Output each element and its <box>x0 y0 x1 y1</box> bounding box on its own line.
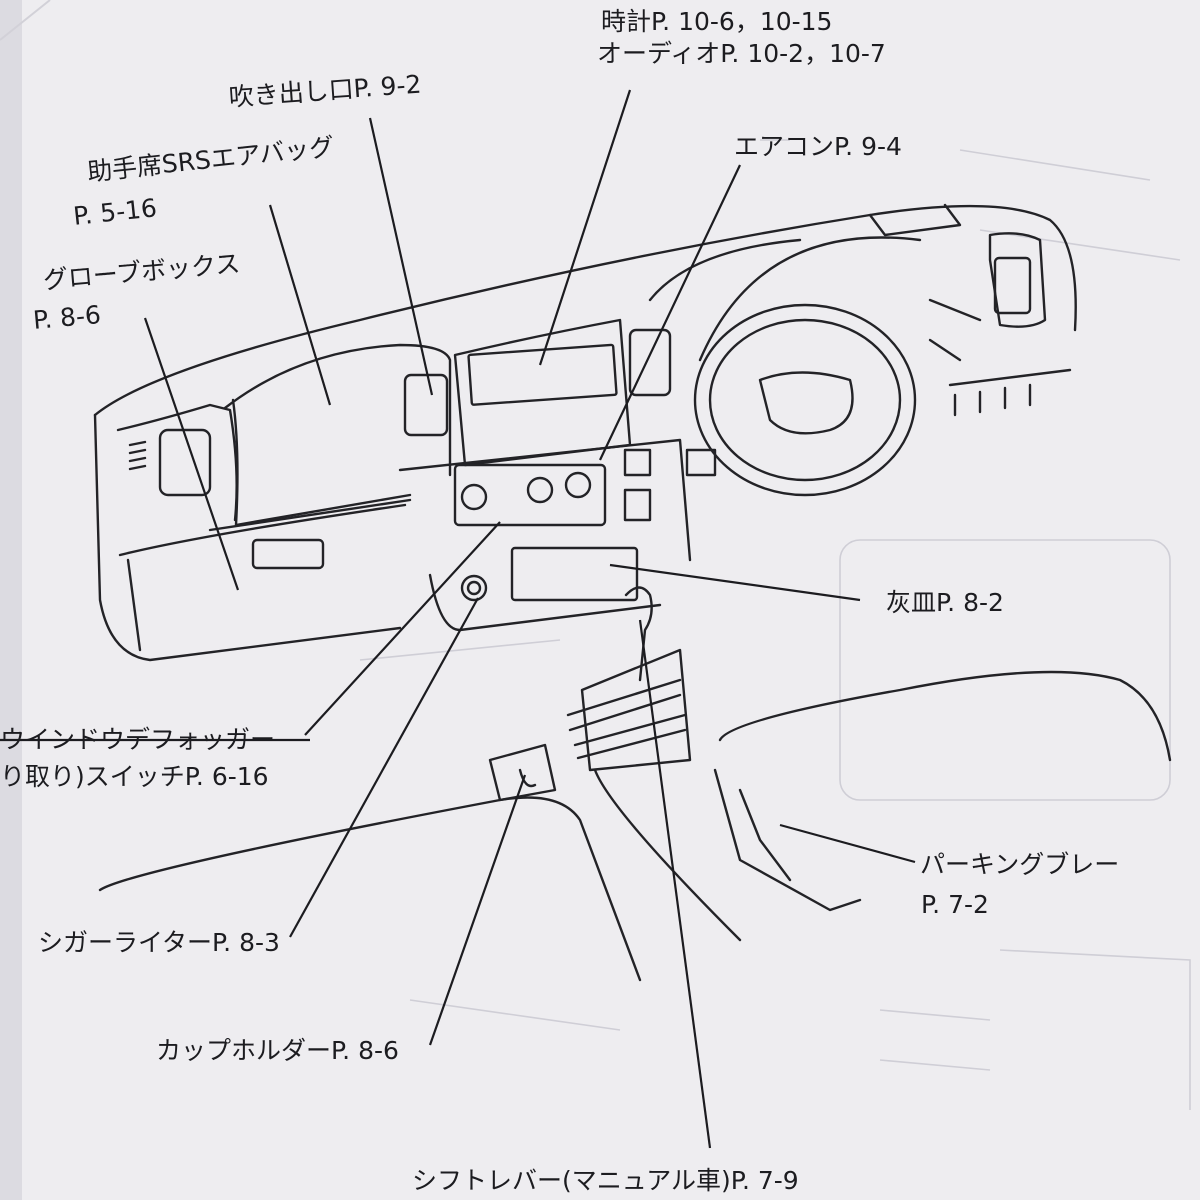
defogger-label-line1: ウインドウデフォッガー <box>0 725 276 754</box>
dashboard-outline <box>93 203 1172 982</box>
clock-label: 時計P. 10-6，10-15 <box>601 7 833 36</box>
parking-brake-label-line2: P. 7-2 <box>921 890 989 919</box>
leader-lines <box>0 89 916 1149</box>
ashtray-label: 灰皿P. 8-2 <box>886 588 1004 617</box>
audio-label: オーディオP. 10-2，10-7 <box>597 39 886 68</box>
bleed-through <box>359 139 1191 1110</box>
glovebox-label-line2: P. 8-6 <box>31 300 103 335</box>
parking-brake-label-line1: パーキングブレー <box>920 850 1120 879</box>
cupholder-label: カップホルダーP. 8-6 <box>156 1036 399 1065</box>
cigar-lighter-label: シガーライターP. 8-3 <box>38 928 280 957</box>
shift-lever-label: シフトレバー(マニュアル車)P. 7-9 <box>412 1166 799 1195</box>
left-page-shadow <box>0 0 22 1200</box>
defogger-label-line2: り取り)スイッチP. 6-16 <box>0 762 269 791</box>
aircon-label: エアコンP. 9-4 <box>734 132 902 161</box>
